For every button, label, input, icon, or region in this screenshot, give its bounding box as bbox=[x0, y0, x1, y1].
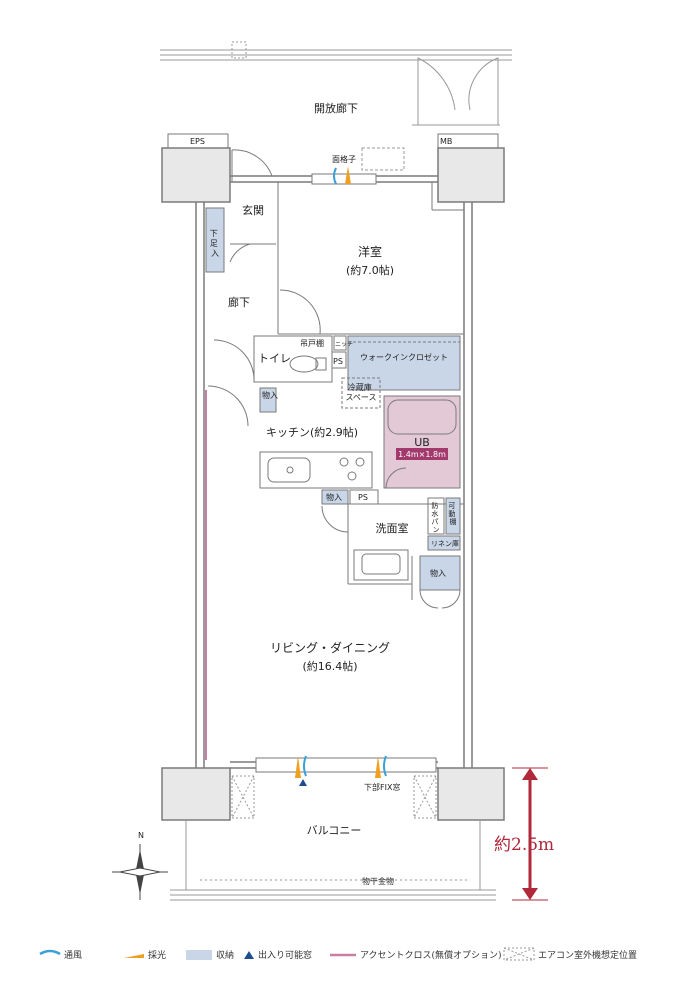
fridge-space-label: 冷蔵庫 スペース bbox=[345, 382, 376, 402]
toilet-label: トイレ bbox=[258, 352, 291, 365]
storage-3-label: 物入 bbox=[430, 568, 446, 578]
ub-label: UB bbox=[414, 436, 430, 449]
kitchen-counter bbox=[259, 451, 373, 489]
stove-icon bbox=[339, 457, 365, 481]
shoe-box-char-1: 下 bbox=[210, 229, 218, 238]
entrance-door bbox=[231, 149, 273, 182]
waterproof-pan-char-1: 防 bbox=[431, 501, 438, 510]
ac-unit-positions bbox=[231, 775, 437, 819]
waterproof-pan-char-2: 水 bbox=[431, 509, 438, 518]
storage-3 bbox=[419, 555, 461, 591]
hallway-label: 廊下 bbox=[228, 295, 250, 309]
storage-2 bbox=[321, 489, 349, 505]
light-icon bbox=[345, 166, 351, 184]
compass-icon bbox=[112, 844, 168, 900]
waterproof-pan bbox=[427, 497, 445, 535]
balcony-rail bbox=[170, 820, 496, 901]
waterproof-pan-label: 防 水 パ ン bbox=[431, 501, 440, 534]
lattice-window: 面格子 bbox=[311, 154, 377, 185]
corridor-label: 開放廊下 bbox=[314, 101, 358, 115]
niche bbox=[333, 335, 347, 351]
fridge-space bbox=[341, 377, 381, 409]
toilet-bowl-icon bbox=[289, 355, 319, 373]
movable-shelf-char-2: 動 bbox=[448, 509, 455, 518]
ps-kitchen-label: PS bbox=[358, 493, 368, 502]
mb-label: MB bbox=[440, 137, 452, 146]
ub-size-label: 1.4m×1.8m bbox=[398, 450, 446, 459]
kitchen-label: キッチン(約2.9帖) bbox=[266, 425, 358, 439]
walk-in-closet-label: ウォークインクロゼット bbox=[360, 352, 448, 362]
niche-label: ニッチ bbox=[335, 341, 353, 348]
walk-in-closet bbox=[347, 335, 461, 391]
western-room-label: 洋室 bbox=[358, 244, 382, 259]
movable-shelf-char-3: 棚 bbox=[450, 517, 457, 526]
legend-light: 採光 bbox=[148, 949, 166, 961]
shoe-box-label: 下 足 入 bbox=[210, 229, 221, 258]
wind-icon bbox=[333, 167, 337, 185]
living-dining-size: (約16.4帖) bbox=[302, 659, 357, 673]
laundry-rack-label: 物干金物 bbox=[362, 876, 394, 886]
fridge-label-line-1: 冷蔵庫 bbox=[348, 382, 372, 392]
shoe-box-char-3: 入 bbox=[211, 249, 219, 258]
height-dim-label: 約2.5m bbox=[494, 835, 554, 855]
legend: 通風 採光 収納 出入り可能窓 アクセントクロス(無償オプション) エアコン室外… bbox=[39, 947, 637, 961]
waterproof-pan-char-4: ン bbox=[433, 526, 440, 534]
entry-window-icon bbox=[244, 951, 254, 959]
unit-bath: UB 1.4m×1.8m bbox=[383, 395, 461, 489]
light-icon bbox=[124, 954, 144, 958]
ps-toilet-label: PS bbox=[333, 357, 343, 366]
sink-icon bbox=[267, 457, 311, 483]
entry-window-icon bbox=[299, 779, 307, 786]
linen-label: リネン庫 bbox=[431, 539, 459, 548]
legend-entry-window: 出入り可能窓 bbox=[258, 949, 312, 961]
washbasin-icon bbox=[353, 549, 409, 581]
hallway-doors bbox=[229, 182, 321, 335]
washroom-label: 洗面室 bbox=[376, 521, 409, 535]
legend-accent-cross: アクセントクロス(無償オプション) bbox=[360, 949, 502, 961]
waterproof-pan-char-3: パ bbox=[431, 518, 438, 526]
balcony-windows: 下部FIX窓 bbox=[255, 755, 437, 792]
storage-1-label: 物入 bbox=[262, 390, 278, 400]
storage-1 bbox=[259, 387, 277, 413]
living-dining-label: リビング・ダイニング bbox=[270, 640, 390, 655]
hanging-shelf-label: 吊戸棚 bbox=[300, 338, 324, 348]
legend-storage: 収納 bbox=[216, 949, 234, 961]
compass-n-label: N bbox=[138, 831, 144, 840]
eps-label: EPS bbox=[190, 137, 205, 146]
wind-icon bbox=[39, 949, 61, 956]
height-dimension bbox=[512, 767, 548, 901]
balcony-label: バルコニー bbox=[307, 824, 362, 837]
legend-ac-unit: エアコン室外機想定位置 bbox=[538, 949, 637, 961]
legend-wind: 通風 bbox=[64, 950, 82, 961]
movable-shelf-label: 可 動 棚 bbox=[448, 502, 457, 526]
ac-unit-icon bbox=[503, 947, 535, 961]
western-room-size: (約7.0帖) bbox=[346, 263, 394, 277]
storage-2-label: 物入 bbox=[326, 492, 342, 502]
movable-shelf bbox=[445, 497, 461, 535]
washroom bbox=[347, 503, 464, 600]
shoe-box-char-2: 足 bbox=[210, 239, 218, 248]
linen-storage bbox=[427, 535, 461, 551]
lattice-label: 面格子 bbox=[332, 154, 356, 164]
fridge-label-line-2: スペース bbox=[345, 393, 376, 402]
entrance-label: 玄関 bbox=[242, 203, 264, 217]
western-room bbox=[278, 182, 464, 335]
shoe-box-storage bbox=[205, 207, 225, 273]
movable-shelf-char-1: 可 bbox=[448, 502, 455, 510]
lower-fix-window-label: 下部FIX窓 bbox=[364, 782, 400, 792]
storage-swatch-icon bbox=[186, 950, 212, 960]
open-corridor: 開放廊下 bbox=[160, 41, 512, 126]
